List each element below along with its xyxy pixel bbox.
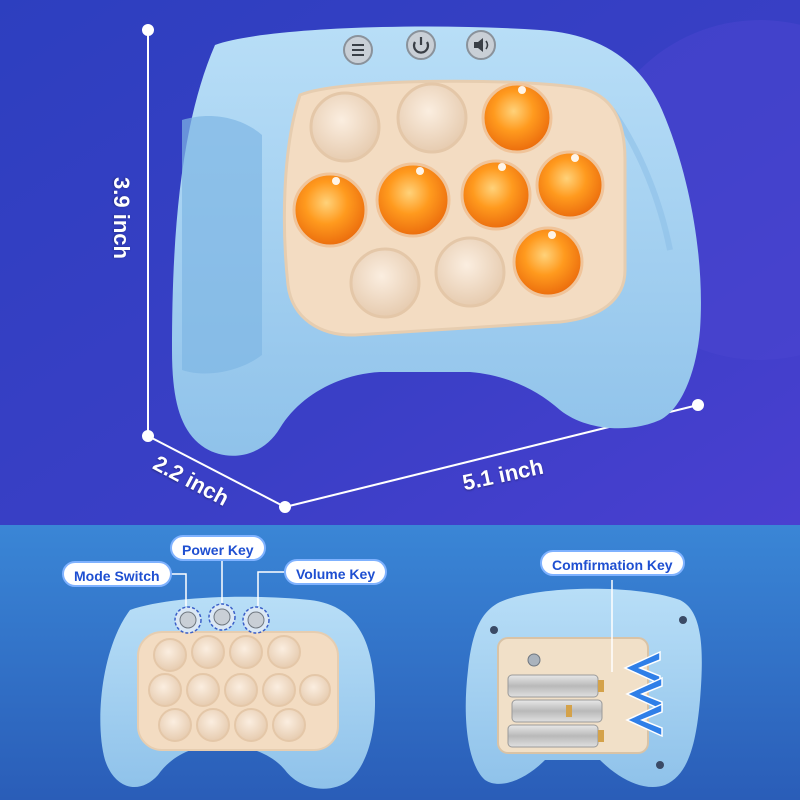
bubble-orange-lit[interactable] xyxy=(460,159,532,231)
bubble-orange-lit[interactable] xyxy=(375,162,451,238)
left-grip xyxy=(182,115,262,374)
back-view-controller xyxy=(465,580,702,788)
bubble-cream[interactable] xyxy=(349,247,421,319)
arrow-icon xyxy=(623,650,663,738)
list-icon[interactable] xyxy=(179,611,197,629)
callout-leaders xyxy=(170,560,285,606)
power-icon[interactable] xyxy=(406,30,436,60)
power-icon[interactable] xyxy=(213,608,231,626)
power-key-callout: Power Key xyxy=(170,535,266,561)
speaker-icon[interactable] xyxy=(466,30,496,60)
bubble-cream[interactable] xyxy=(309,91,381,163)
top-buttons xyxy=(174,603,270,634)
list-icon[interactable] xyxy=(343,35,373,65)
bubble-orange-lit[interactable] xyxy=(481,82,553,154)
confirmation-key-callout: Comfirmation Key xyxy=(540,550,685,576)
speaker-icon[interactable] xyxy=(247,611,265,629)
bubble-orange-lit[interactable] xyxy=(292,172,368,248)
height-dimension-label: 3.9 inch xyxy=(108,177,134,259)
bubble-orange-lit[interactable] xyxy=(512,226,584,298)
bubble-cream[interactable] xyxy=(396,82,468,154)
front-view-controller xyxy=(100,560,376,789)
bubbles xyxy=(148,635,331,742)
bubble-orange-lit[interactable] xyxy=(535,150,605,220)
top-buttons xyxy=(343,30,496,65)
bubbles xyxy=(292,82,605,319)
mode-switch-callout: Mode Switch xyxy=(62,561,172,587)
confirmation-key-button[interactable] xyxy=(527,653,541,667)
volume-key-callout: Volume Key xyxy=(284,559,388,585)
bubble-cream[interactable] xyxy=(434,236,506,308)
main-controller xyxy=(172,26,701,456)
batteries xyxy=(507,674,604,748)
